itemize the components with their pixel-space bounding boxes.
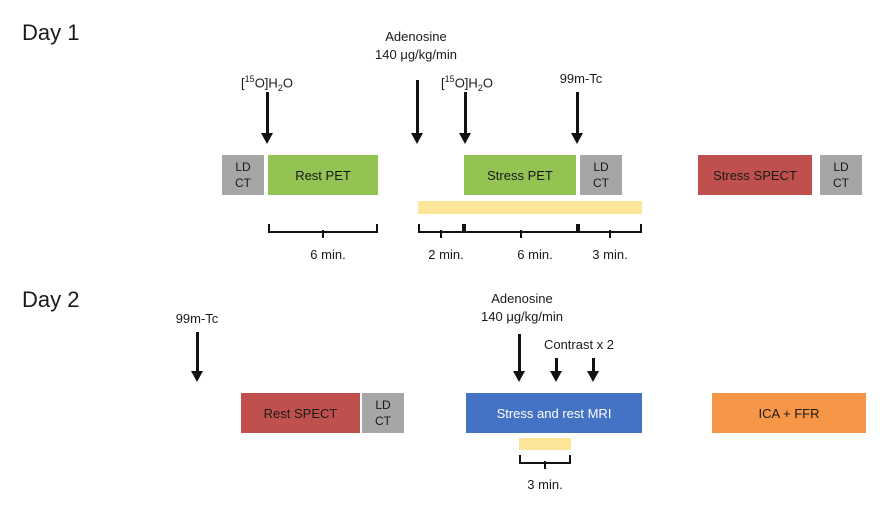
adenosine-day2-label-line2: 140 μg/kg/min <box>481 309 563 324</box>
tracer-h2o-stress-label: [15O]H2O <box>441 74 493 93</box>
day2-title: Day 2 <box>22 287 80 312</box>
duration-adenosine-day2-label: 3 min. <box>527 477 563 492</box>
arrow-contrast-2 <box>587 358 599 382</box>
arrow-h2o-stress <box>459 92 471 144</box>
adenosine-day1-label-line2: 140 μg/kg/min <box>375 47 457 62</box>
arrow-tc-day2 <box>191 332 203 382</box>
brace-rest-duration <box>268 224 378 238</box>
duration-stress-label: 6 min. <box>517 247 553 262</box>
contrast-label: Contrast x 2 <box>543 337 615 352</box>
stress-spect-box: Stress SPECT <box>698 155 812 195</box>
tracer-tc-day2-label: 99m-Tc <box>175 311 219 326</box>
arrow-contrast-1 <box>550 358 562 382</box>
brace-stress-duration <box>464 224 578 238</box>
tracer-tc-day1-label: 99m-Tc <box>559 71 603 86</box>
adenosine-infusion-bar-day1 <box>418 201 642 214</box>
duration-rest-label: 6 min. <box>310 247 346 262</box>
tracer-h2o-rest-label: [15O]H2O <box>241 74 293 93</box>
arrow-adenosine-day1 <box>411 80 423 144</box>
ica-ffr-box: ICA + FFR <box>712 393 866 433</box>
mri-box: Stress and rest MRI <box>466 393 642 433</box>
rest-pet-box: Rest PET <box>268 155 378 195</box>
stress-pet-box: Stress PET <box>464 155 576 195</box>
duration-pre-stress-label: 2 min. <box>428 247 464 262</box>
brace-adenosine-day2 <box>519 455 571 469</box>
brace-post-duration <box>578 224 642 238</box>
duration-post-label: 3 min. <box>592 247 628 262</box>
arrow-h2o-rest <box>261 92 273 144</box>
arrow-adenosine-day2 <box>513 334 525 382</box>
day1-title: Day 1 <box>22 20 80 45</box>
adenosine-day2-label-line1: Adenosine <box>491 291 553 306</box>
adenosine-infusion-bar-day2 <box>519 438 571 450</box>
arrow-tc-day1 <box>571 92 583 144</box>
brace-pre-stress-duration <box>418 224 464 238</box>
rest-spect-box: Rest SPECT <box>241 393 360 433</box>
adenosine-day1-label-line1: Adenosine <box>385 29 447 44</box>
